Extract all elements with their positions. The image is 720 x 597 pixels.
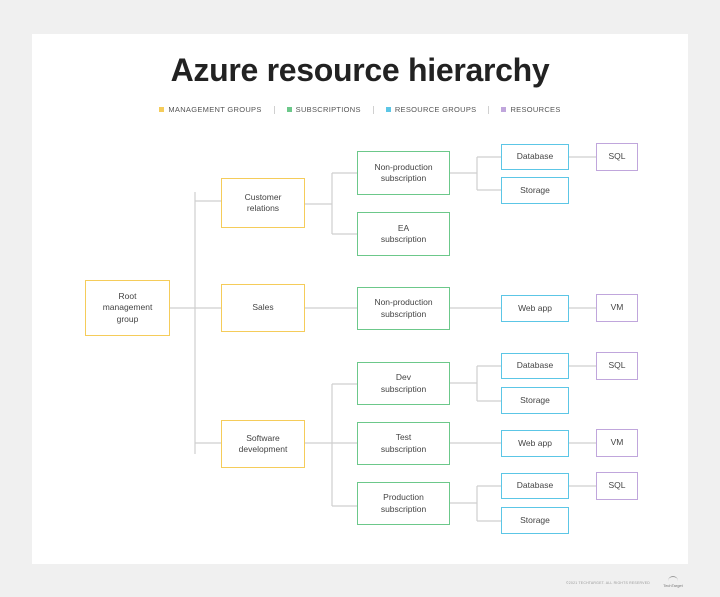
copyright-footer: ©2021 TECHTARGET. ALL RIGHTS RESERVED xyxy=(566,581,650,585)
legend-swatch-yellow xyxy=(159,107,165,112)
logo-text: TechTarget xyxy=(663,583,683,588)
legend-item-management-groups: MANAGEMENT GROUPS xyxy=(159,105,261,114)
legend-label: RESOURCES xyxy=(510,105,561,114)
sql-resource-node: SQL xyxy=(596,472,638,500)
storage-resource-group-node: Storage xyxy=(501,387,569,414)
legend: MANAGEMENT GROUPS SUBSCRIPTIONS RESOURCE… xyxy=(0,105,720,114)
legend-swatch-green xyxy=(286,107,292,112)
sql-resource-node: SQL xyxy=(596,352,638,380)
legend-label: MANAGEMENT GROUPS xyxy=(168,105,262,114)
database-resource-group-node: Database xyxy=(501,353,569,379)
root-management-group-node: Root management group xyxy=(85,280,170,336)
diagram-title: Azure resource hierarchy xyxy=(170,52,550,88)
cr-nonproduction-subscription-node: Non-production subscription xyxy=(357,151,450,195)
legend-item-subscriptions: SUBSCRIPTIONS xyxy=(286,105,361,114)
logo-icon xyxy=(668,576,678,582)
legend-divider xyxy=(488,105,490,114)
legend-item-resources: RESOURCES xyxy=(501,105,560,114)
database-resource-group-node: Database xyxy=(501,473,569,499)
customer-relations-node: Customer relations xyxy=(221,178,305,228)
software-development-node: Software development xyxy=(221,420,305,468)
webapp-resource-group-node: Web app xyxy=(501,430,569,457)
legend-swatch-purple xyxy=(501,107,507,112)
techtarget-logo: TechTarget xyxy=(662,576,684,588)
sales-node: Sales xyxy=(221,284,305,332)
production-subscription-node: Production subscription xyxy=(357,482,450,525)
legend-divider xyxy=(372,105,374,114)
legend-swatch-blue xyxy=(385,107,391,112)
sales-nonproduction-subscription-node: Non-production subscription xyxy=(357,287,450,330)
vm-resource-node: VM xyxy=(596,429,638,457)
legend-item-resource-groups: RESOURCE GROUPS xyxy=(385,105,477,114)
storage-resource-group-node: Storage xyxy=(501,177,569,204)
legend-divider xyxy=(273,105,275,114)
legend-label: RESOURCE GROUPS xyxy=(394,105,477,114)
ea-subscription-node: EA subscription xyxy=(357,212,450,256)
test-subscription-node: Test subscription xyxy=(357,422,450,465)
database-resource-group-node: Database xyxy=(501,144,569,170)
sql-resource-node: SQL xyxy=(596,143,638,171)
storage-resource-group-node: Storage xyxy=(501,507,569,534)
dev-subscription-node: Dev subscription xyxy=(357,362,450,405)
legend-label: SUBSCRIPTIONS xyxy=(295,105,361,114)
vm-resource-node: VM xyxy=(596,294,638,322)
webapp-resource-group-node: Web app xyxy=(501,295,569,322)
